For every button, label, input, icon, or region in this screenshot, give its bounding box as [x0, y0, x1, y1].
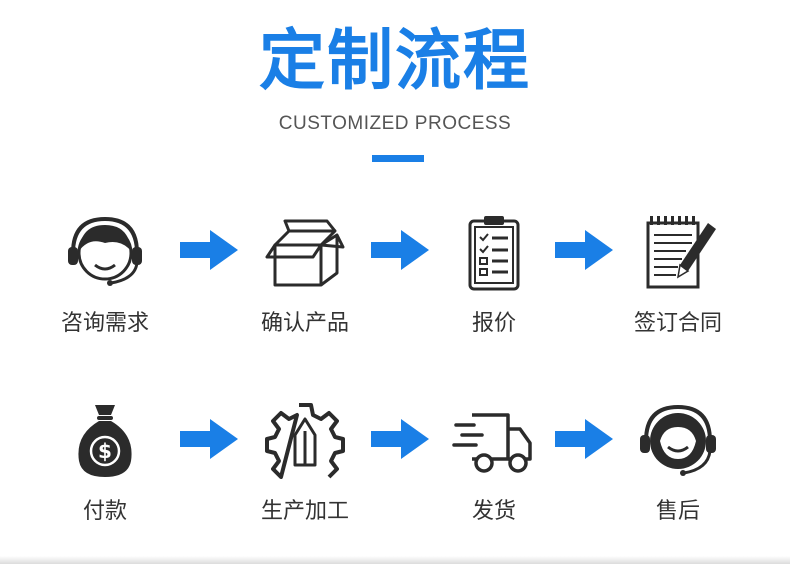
- svg-text:$: $: [98, 439, 112, 463]
- arrow-right-icon: [555, 230, 613, 270]
- step-label: 售后: [655, 499, 700, 524]
- gear-pencil-icon: [265, 403, 345, 479]
- step-label: 生产加工: [260, 499, 349, 524]
- step-label: 签订合同: [633, 311, 722, 336]
- page-title: 定制流程: [259, 22, 531, 99]
- step-label: 付款: [82, 499, 127, 524]
- notepad-pen-icon: [646, 216, 716, 289]
- step-label: 发货: [471, 499, 516, 524]
- step-label: 确认产品: [260, 311, 349, 336]
- arrow-right-icon: [371, 230, 429, 270]
- step-label: 咨询需求: [60, 311, 149, 336]
- support-headset-icon: [640, 404, 716, 476]
- clipboard-checklist-icon: [468, 216, 520, 291]
- money-bag-icon: $: [78, 405, 132, 477]
- open-box-icon: [265, 219, 345, 287]
- arrow-right-icon: [555, 419, 613, 459]
- arrow-right-icon: [180, 230, 238, 270]
- arrow-right-icon: [371, 419, 429, 459]
- arrow-right-icon: [180, 419, 238, 459]
- title-underline: [372, 155, 424, 162]
- bottom-divider: [0, 556, 790, 564]
- delivery-truck-icon: [452, 413, 532, 473]
- customer-service-headset-icon: [68, 216, 142, 286]
- page-subtitle: CUSTOMIZED PROCESS: [278, 113, 512, 134]
- step-label: 报价: [471, 311, 516, 336]
